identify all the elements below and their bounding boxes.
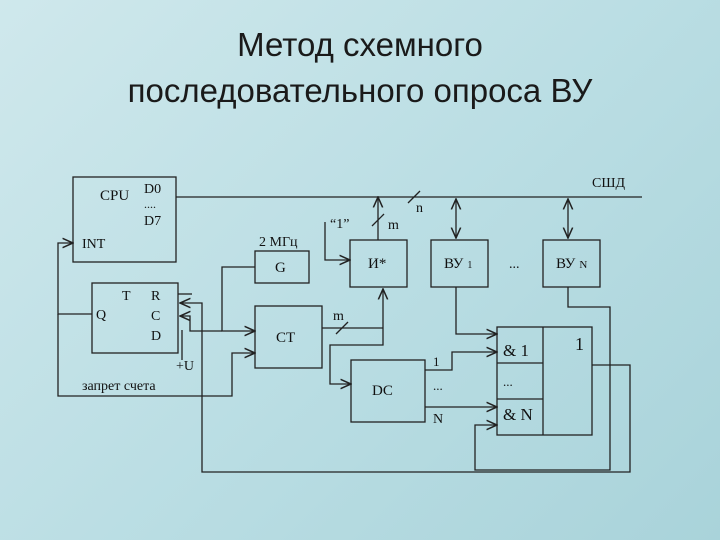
bus-width-slash <box>407 190 421 204</box>
trigger-q-label: Q <box>96 308 106 323</box>
mux-out-label: 1 <box>575 334 584 354</box>
slide-title: Метод схемного последовательного опроса … <box>0 22 720 114</box>
decoder-out1-label: 1 <box>433 354 440 369</box>
decoder-outn-label: N <box>433 412 443 427</box>
decoder-dots-label: ... <box>433 378 443 393</box>
trigger-d-label: D <box>151 329 161 344</box>
cpu-int-label: INT <box>82 237 106 252</box>
trigger-c-label: C <box>151 309 160 324</box>
device-n-block <box>542 239 601 288</box>
cpu-d7-label: D7 <box>144 214 161 229</box>
plus-u-label: +U <box>176 359 194 374</box>
bus-width-label: n <box>416 201 423 216</box>
cpu-block <box>72 176 177 263</box>
trigger-r-label: R <box>151 289 161 304</box>
and-gate-width-label: m <box>388 218 399 233</box>
mux-in1-label: & 1 <box>503 341 529 360</box>
device-1-block <box>430 239 489 288</box>
trigger-block <box>91 282 179 354</box>
decoder-block <box>350 359 426 423</box>
cpu-label: CPU <box>100 188 129 204</box>
and-gate-label: И* <box>368 256 386 272</box>
counter-label: СТ <box>276 330 295 346</box>
devices-dots-label: ... <box>509 257 520 272</box>
mux-dots-label: ... <box>503 374 513 389</box>
trigger-t-label: T <box>122 289 131 304</box>
generator-label: G <box>275 260 286 276</box>
counter-block <box>254 305 323 369</box>
mux-inn-label: & N <box>503 405 533 424</box>
cpu-dots-label: .... <box>144 197 156 211</box>
generator-freq-label: 2 МГц <box>259 235 298 250</box>
bus-label: СШД <box>592 176 625 191</box>
title-line-2: последовательного опроса ВУ <box>127 72 593 109</box>
decoder-label: DC <box>372 383 393 399</box>
const-one-label: “1” <box>330 217 349 232</box>
cpu-d0-label: D0 <box>144 182 161 197</box>
title-line-1: Метод схемного <box>237 26 483 63</box>
mux-block <box>496 326 593 436</box>
counter-width-label: m <box>333 309 344 324</box>
block-count-label: запрет счета <box>82 379 156 394</box>
